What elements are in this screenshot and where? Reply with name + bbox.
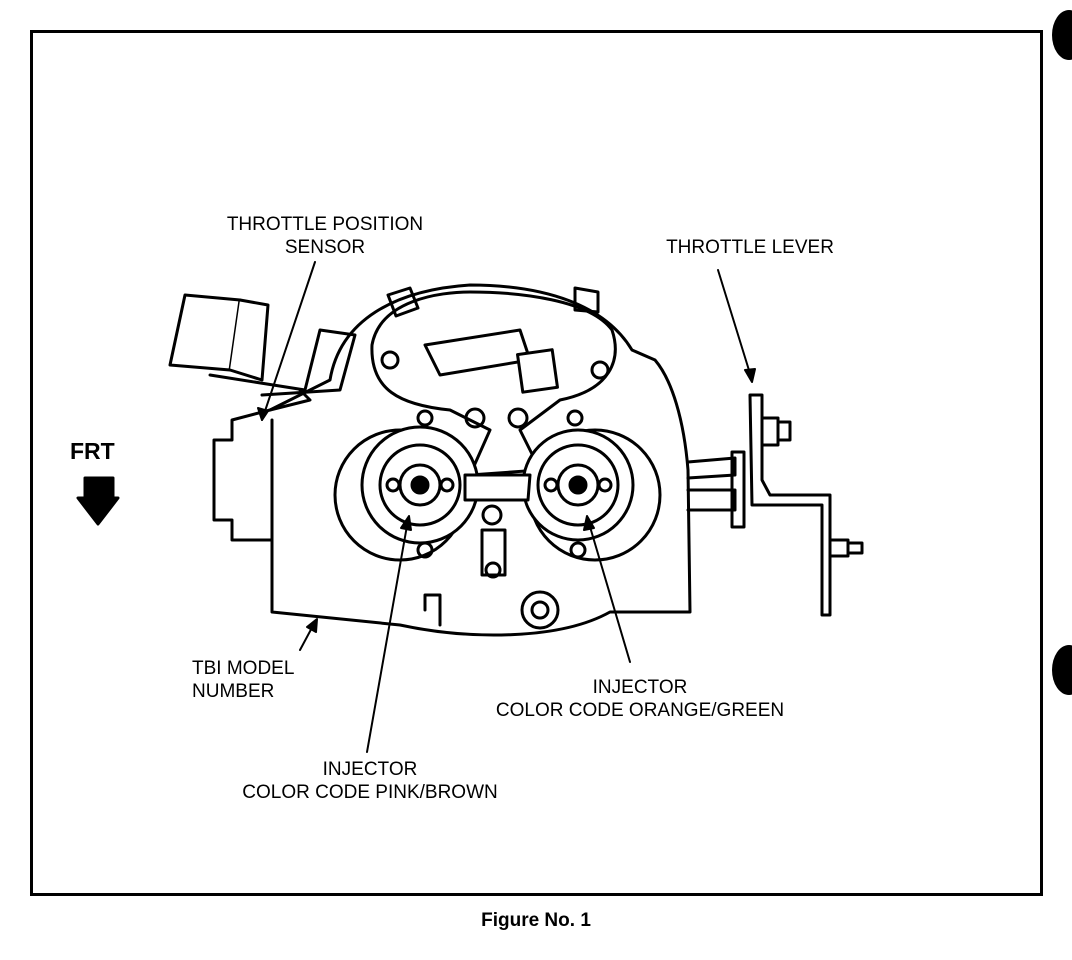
- fuel-meter-cover: [370, 290, 617, 477]
- throttle-linkage: [686, 393, 864, 617]
- tbi-label: TBI MODEL NUMBER: [192, 657, 294, 703]
- figure-frame: [30, 30, 1043, 896]
- tps-connector: [168, 293, 357, 412]
- injector-left-line2: COLOR CODE PINK/BROWN: [242, 782, 498, 803]
- injector-left-label: INJECTOR COLOR CODE PINK/BROWN: [210, 758, 530, 804]
- left-injector: [333, 409, 480, 562]
- frt-label: FRT: [70, 438, 115, 464]
- tps-label: THROTTLE POSITION SENSOR: [195, 213, 455, 259]
- tbi-label-line1: TBI MODEL: [192, 658, 295, 679]
- tps-label-line2: SENSOR: [284, 237, 366, 258]
- injector-right-label: INJECTOR COLOR CODE ORANGE/GREEN: [460, 676, 820, 722]
- right-injector: [521, 409, 662, 562]
- figure-caption: Figure No. 1: [481, 910, 591, 931]
- injector-right-line2: COLOR CODE ORANGE/GREEN: [495, 700, 785, 721]
- binder-hole-top: [1052, 10, 1072, 60]
- injector-right-line1: INJECTOR: [592, 677, 688, 698]
- front-arrow-icon: [76, 476, 120, 526]
- throttle-lever-label: THROTTLE LEVER: [666, 237, 834, 258]
- injector-left-line1: INJECTOR: [322, 759, 418, 780]
- tbi-label-line2: NUMBER: [192, 681, 275, 702]
- tps-label-line1: THROTTLE POSITION: [226, 214, 424, 235]
- binder-hole-bottom: [1052, 645, 1072, 695]
